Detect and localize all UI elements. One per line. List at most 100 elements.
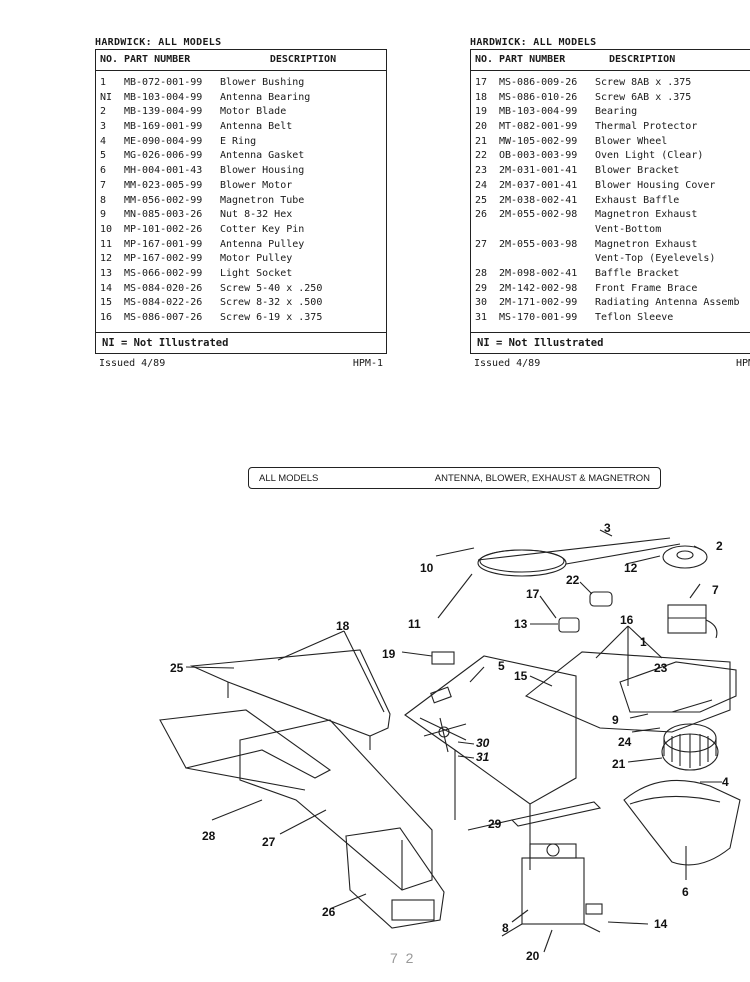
cell-part-number: MB-103-004-99	[124, 91, 203, 103]
blower-motor-drawing	[667, 604, 707, 634]
callout-31: 31	[476, 750, 490, 764]
bearing-drawing	[431, 651, 455, 665]
cell-part-number: 2M-171-002-99	[499, 297, 578, 309]
cell-description: E Ring	[220, 135, 257, 147]
radiating-antenna-drawing	[419, 717, 467, 753]
exploded-parts-diagram: 3 2 10 12 22 7 17 11 13 18 16 1 19 25 23…	[159, 521, 741, 963]
cell-no: 10	[100, 223, 113, 235]
callout-5: 5	[498, 659, 505, 673]
cell-description: Blower Housing	[220, 165, 305, 177]
table-row: 26 2M-055-002-98 Magnetron Exhaust	[471, 208, 750, 223]
callout-17: 17	[526, 587, 540, 601]
callout-18: 18	[336, 619, 350, 633]
cell-description: Screw 8-32 x .500	[220, 297, 323, 309]
header-part-number: PART NUMBER	[499, 54, 566, 65]
cell-no: 18	[475, 91, 488, 103]
blower-housing-drawing	[623, 779, 741, 866]
cell-no: 9	[100, 209, 107, 221]
cell-description: Blower Bushing	[220, 77, 305, 88]
cell-part-number: 2M-055-002-98	[499, 209, 578, 221]
cell-description: Blower Wheel	[595, 135, 668, 147]
cell-no	[471, 223, 499, 238]
callout-4: 4	[722, 775, 729, 789]
parts-table-right: HARDWICK: ALL MODELS NO. PART NUMBER DES…	[470, 37, 750, 369]
callout-26: 26	[322, 905, 336, 919]
cell-part-number: MS-086-010-26	[499, 91, 578, 103]
cell-part-number: MB-103-004-99	[499, 106, 578, 118]
cell-description: Blower Motor	[220, 179, 293, 191]
cell-description: Magnetron Exhaust	[595, 209, 698, 221]
callout-10: 10	[420, 561, 434, 575]
cell-part-number: MS-084-020-26	[124, 282, 203, 294]
cell-part-number: MS-066-002-99	[124, 267, 203, 279]
cell-no: 12	[100, 253, 113, 265]
cell-no: 31	[475, 312, 488, 323]
cell-description: Cotter Key Pin	[220, 223, 305, 235]
cell-description: Blower Bracket	[595, 165, 680, 177]
cell-description: Teflon Sleeve	[595, 312, 674, 323]
cell-part-number: MB-139-004-99	[124, 106, 203, 118]
cell-no: 25	[475, 194, 488, 206]
callout-25: 25	[170, 661, 184, 675]
cell-part-number: MS-084-022-26	[124, 297, 203, 309]
cell-description: Antenna Bearing	[220, 91, 311, 103]
header-part-number: PART NUMBER	[124, 54, 191, 65]
cell-part-number: MS-170-001-99	[499, 312, 578, 323]
baffle-bracket-drawing	[159, 709, 332, 779]
cell-description: Antenna Belt	[220, 121, 293, 133]
table-row: 10 MP-101-002-26 Cotter Key Pin	[96, 223, 386, 238]
cell-description: Oven Light (Clear)	[595, 150, 704, 162]
oven-light-drawing	[589, 591, 613, 607]
page-code: HPM	[735, 357, 750, 369]
callout-12: 12	[624, 561, 638, 575]
cell-description: Bearing	[595, 106, 638, 118]
callout-7: 7	[712, 583, 719, 597]
table-header: NO. PART NUMBER DESCRIPTION	[471, 50, 750, 71]
cell-part-number: MT-082-001-99	[499, 121, 578, 133]
front-frame-brace-drawing	[510, 801, 602, 827]
cell-no: 29	[475, 282, 488, 294]
table-footer: Issued 4/89 HPM	[470, 358, 750, 369]
callout-29: 29	[488, 817, 502, 831]
cell-description: Light Socket	[220, 267, 293, 279]
callout-22: 22	[566, 573, 580, 587]
cell-part-number: MP-101-002-26	[124, 223, 203, 235]
table-title: HARDWICK: ALL MODELS	[95, 37, 222, 48]
callout-28: 28	[202, 829, 216, 843]
cell-no: 23	[475, 165, 488, 177]
cell-part-number: 2M-098-002-41	[499, 267, 578, 279]
cell-part-number: 2M-031-001-41	[499, 165, 578, 177]
cell-description: Antenna Pulley	[220, 238, 305, 250]
table-header: NO. PART NUMBER DESCRIPTION	[96, 50, 386, 71]
cell-description: Front Frame Brace	[595, 282, 698, 294]
vent-top-drawing	[239, 719, 433, 891]
callout-15: 15	[514, 669, 528, 683]
cell-description: Vent-Top (Eyelevels)	[595, 253, 716, 265]
callout-13: 13	[514, 617, 528, 631]
cell-description: Nut 8-32 Hex	[220, 209, 293, 221]
table-row: 23 2M-031-001-41 Blower Bracket	[471, 164, 750, 179]
page-number-mark: 7 2	[390, 950, 416, 966]
motor-pulley-drawing	[662, 545, 708, 569]
cell-no: 21	[475, 135, 488, 147]
cell-no: 30	[475, 297, 488, 309]
cell-no: 26	[475, 209, 488, 221]
cell-description: Vent-Bottom	[595, 223, 662, 235]
header-description: DESCRIPTION	[269, 54, 337, 65]
